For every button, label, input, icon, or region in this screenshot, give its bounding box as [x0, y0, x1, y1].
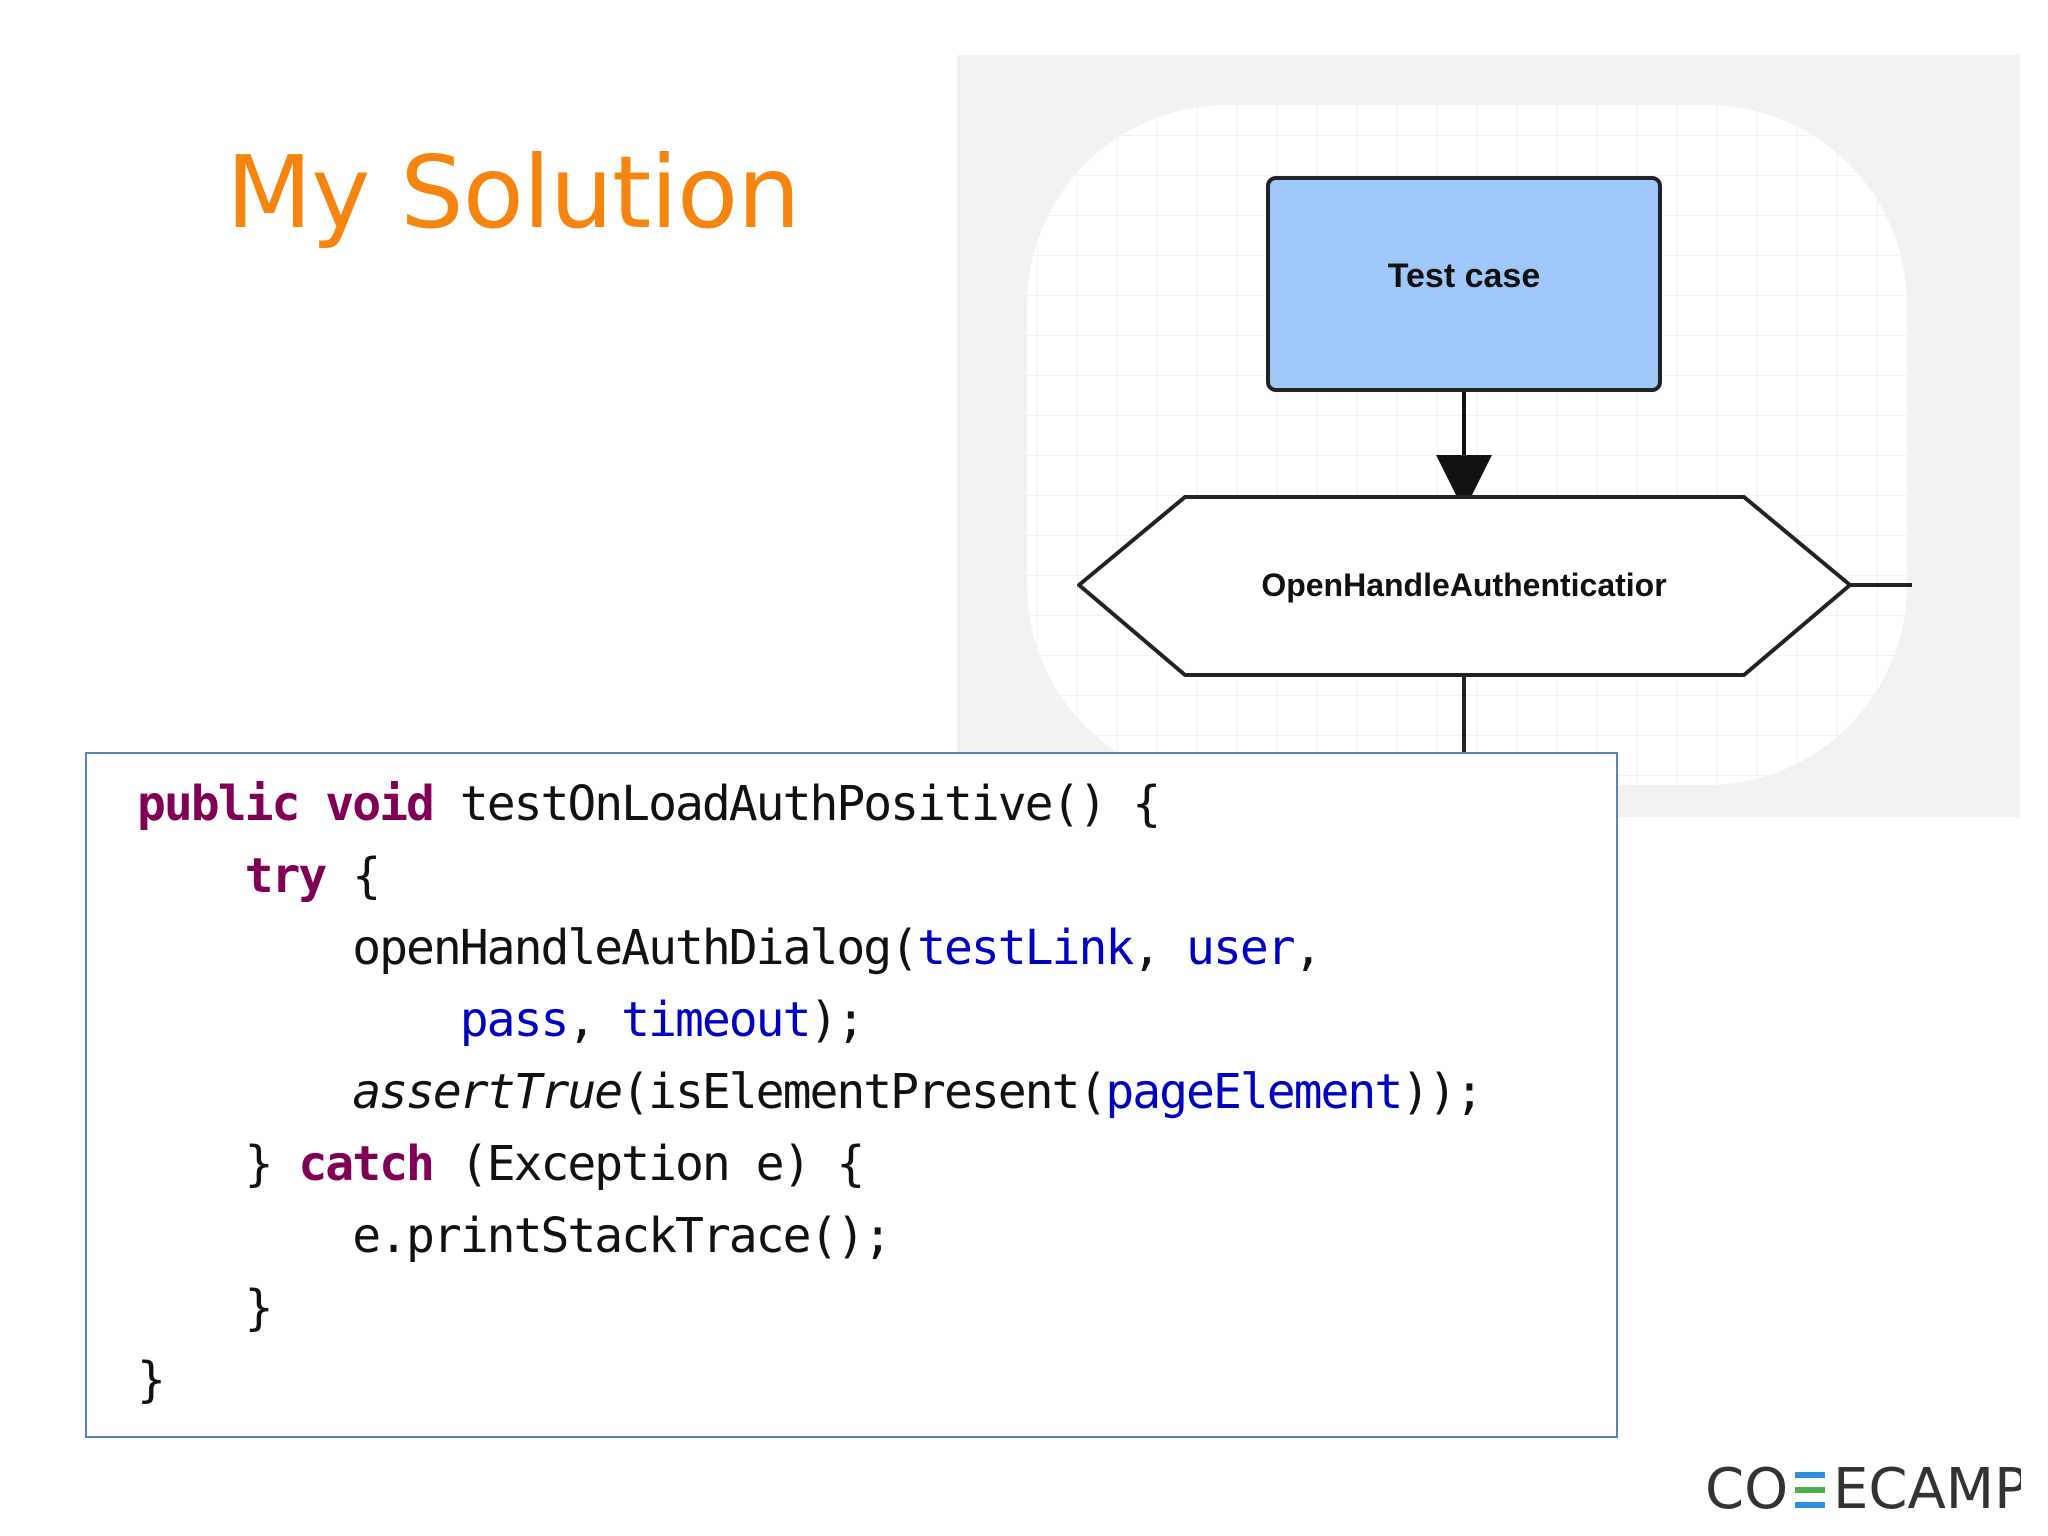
- start-node[interactable]: [1266, 176, 1662, 392]
- codecamp-logo: CO ECAMP: [1705, 1460, 2021, 1516]
- flowchart-diagram: Test case OpenHandleAuthenticatior: [957, 55, 2020, 817]
- logo-accent-bar-bottom: [1795, 1502, 1825, 1508]
- code-line-5: assertTrue(isElementPresent(pageElement)…: [352, 1064, 1484, 1120]
- code-line-4: pass, timeout);: [459, 992, 865, 1048]
- code-line-8: }: [244, 1280, 274, 1336]
- code-line-9: }: [137, 1352, 166, 1408]
- code-line-3: openHandleAuthDialog(testLink, user,: [352, 920, 1322, 976]
- slide-title: My Solution: [226, 134, 801, 251]
- code-snippet: public void testOnLoadAuthPositive() { t…: [85, 752, 1618, 1438]
- logo-accent-bar-top: [1795, 1472, 1825, 1478]
- flowchart-canvas: Test case OpenHandleAuthenticatior: [957, 55, 2020, 817]
- logo-mark: CO ECAMP: [1705, 1460, 2021, 1516]
- code-line-2: try {: [244, 848, 381, 904]
- logo-text-start: CO: [1705, 1460, 1788, 1516]
- code-line-6: } catch (Exception e) {: [244, 1136, 866, 1192]
- code-text: public void testOnLoadAuthPositive() { t…: [137, 768, 1484, 1416]
- logo-accent-bar-middle: [1795, 1487, 1825, 1493]
- start-node-label: Test case: [1388, 257, 1540, 295]
- process-node-label: OpenHandleAuthenticatior: [1261, 567, 1666, 603]
- logo-text-end: ECAMP: [1833, 1460, 2021, 1516]
- code-line-7: e.printStackTrace();: [352, 1208, 892, 1264]
- code-line-1: public void testOnLoadAuthPositive() {: [137, 776, 1161, 832]
